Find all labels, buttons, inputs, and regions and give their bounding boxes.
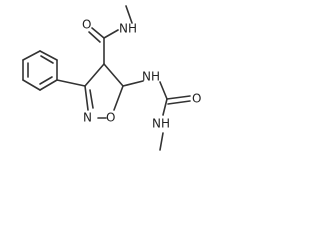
bond-urea-n2-methyl: [159, 132, 164, 151]
bond-n2-c3: [84, 85, 89, 111]
bond-urea-co: [166, 95, 191, 100]
bond-amide-co-double: [88, 31, 101, 43]
bond-amide-co: [91, 27, 105, 39]
bond-urea-n-c: [159, 81, 168, 100]
bond-c5-o1: [113, 85, 124, 111]
bond-phenyl-1: [39, 50, 58, 61]
atom-amide-oxygen: O: [82, 18, 91, 32]
bond-phenyl-3: [39, 79, 58, 91]
atom-urea-nitrogen-2: NH: [152, 117, 170, 131]
structural-formula: O NH NH O NH N O: [22, 5, 201, 151]
bond-urea-cn2: [162, 98, 168, 116]
atom-ring-nitrogen: N: [83, 111, 92, 125]
bond-amide-n-methyl: [125, 5, 133, 24]
atom-amide-nitrogen: NH: [119, 22, 137, 36]
atom-ring-oxygen: O: [106, 111, 115, 125]
bond-phenyl-double-2: [39, 76, 53, 85]
bond-phenyl-6: [22, 50, 41, 61]
isoxazoline-ring: [84, 63, 124, 119]
bond-c4-c5: [103, 63, 124, 87]
bond-amide-cn: [103, 29, 119, 39]
phenyl-ring: [22, 50, 58, 91]
bond-c5-urea-n: [122, 80, 144, 87]
bond-urea-co-double: [167, 100, 191, 105]
bond-phenyl-c3: [56, 79, 86, 87]
bond-phenyl-double-1: [40, 55, 54, 64]
bond-phenyl-4: [22, 79, 41, 91]
atom-urea-nitrogen-1: NH: [142, 70, 160, 84]
atom-urea-oxygen: O: [192, 92, 201, 106]
bond-c3-c4: [84, 63, 105, 87]
bond-n2-c3-double: [89, 89, 94, 109]
